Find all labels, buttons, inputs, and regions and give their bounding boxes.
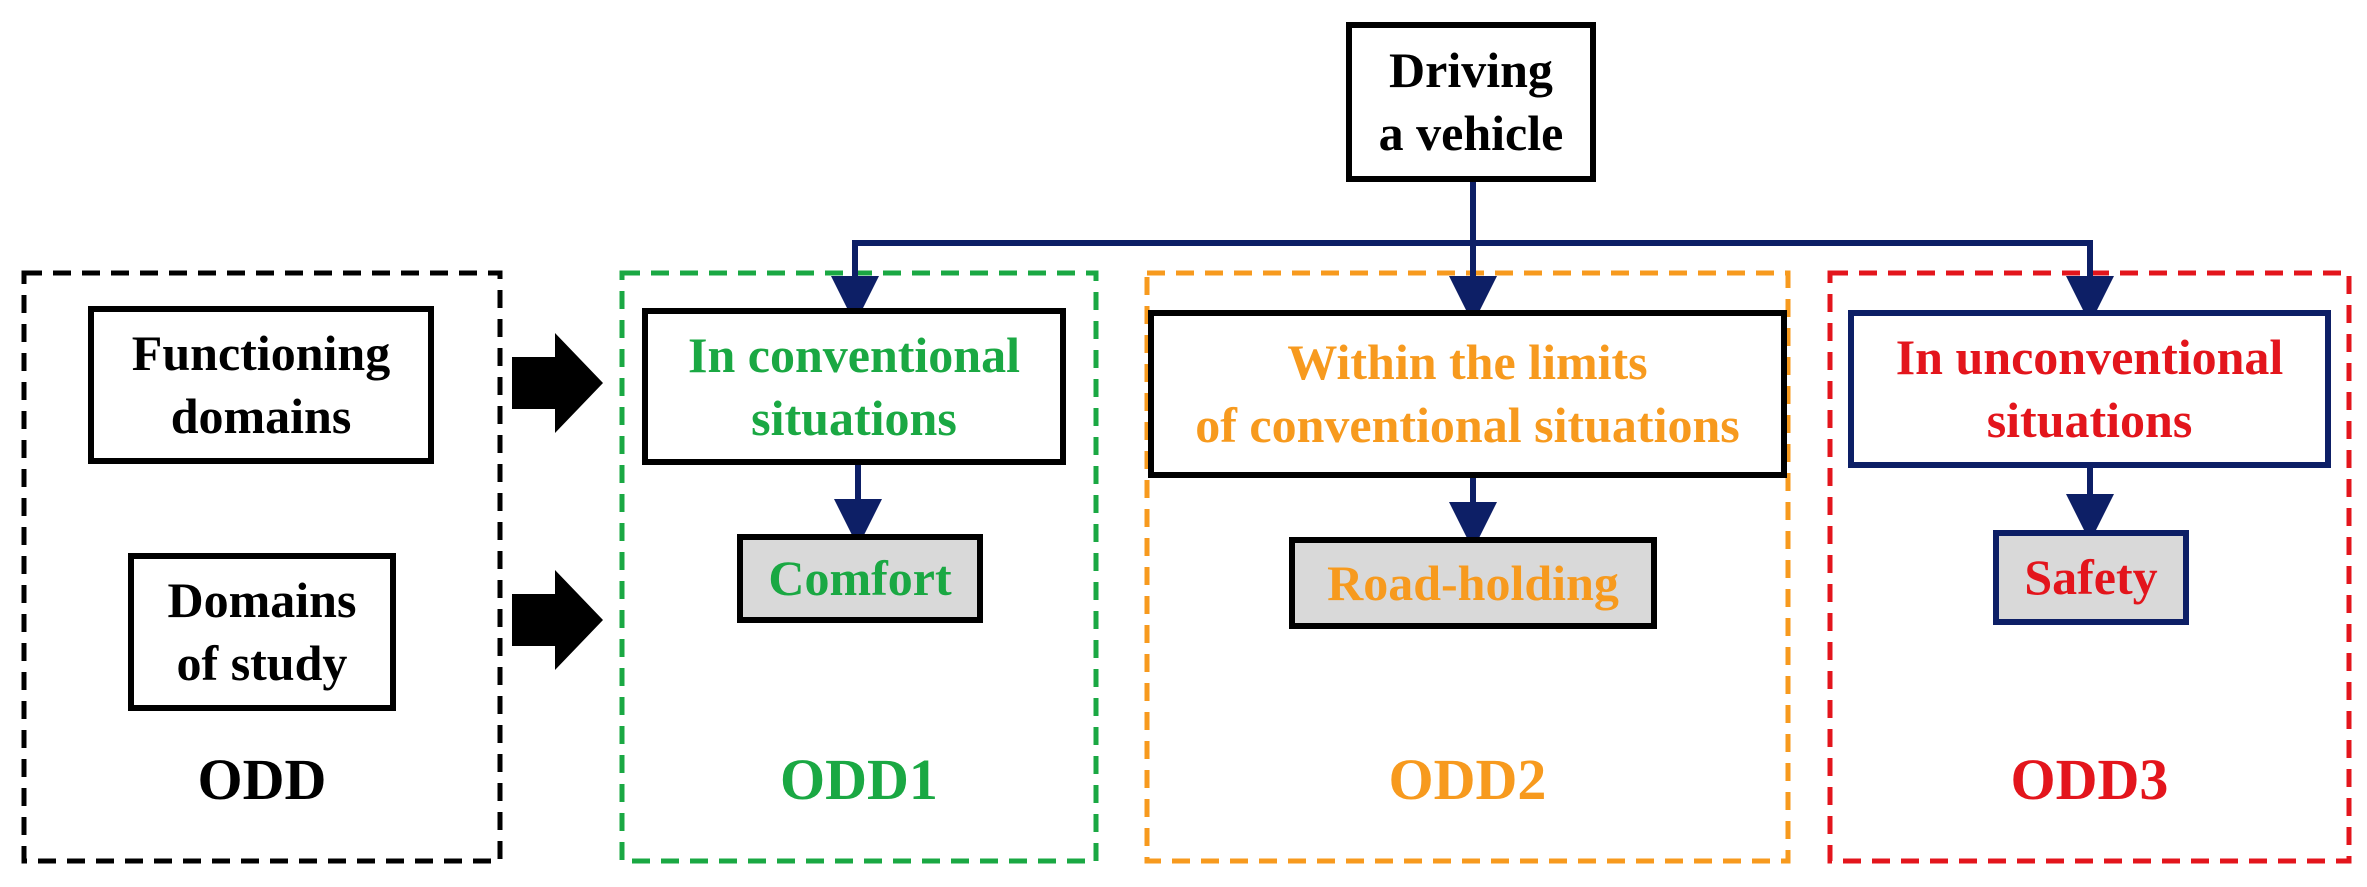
odd2-domain-box: Road-holding: [1289, 537, 1657, 629]
odd-legend-frame: [21, 270, 503, 864]
odd2-frame: [1144, 270, 1791, 864]
odd3-situation-label: In unconventional situations: [1895, 329, 2284, 448]
odd1-domain-box: Comfort: [737, 534, 983, 623]
odd1-situation-box: In conventional situations: [642, 308, 1066, 465]
odd1-frame: [619, 270, 1099, 864]
odd3-label: ODD3: [2010, 747, 2169, 812]
odd3-domain-label: Safety: [2024, 549, 2158, 605]
domains-of-study-box: Domains of study: [128, 553, 396, 711]
functioning-domains-label: Functioning domains: [131, 325, 391, 444]
odd3-domain-box: Safety: [1993, 530, 2189, 625]
root-box: Driving a vehicle: [1346, 22, 1596, 182]
domains-of-study-label: Domains of study: [167, 572, 357, 691]
odd3-frame: [1827, 270, 2352, 864]
odd-label: ODD: [197, 747, 327, 812]
odd1-domain-label: Comfort: [768, 550, 952, 606]
root-label: Driving a vehicle: [1378, 42, 1564, 161]
odd3-situation-box: In unconventional situations: [1848, 310, 2331, 468]
odd2-label: ODD2: [1388, 747, 1547, 812]
odd2-situation-box: Within the limits of conventional situat…: [1148, 310, 1787, 478]
odd1-label: ODD1: [780, 747, 938, 812]
odd1-situation-label: In conventional situations: [687, 326, 1020, 446]
odd2-situation-label: Within the limits of conventional situat…: [1195, 334, 1740, 453]
block-arrow-functioning: [512, 333, 603, 433]
functioning-domains-box: Functioning domains: [88, 306, 434, 464]
block-arrow-study: [512, 570, 603, 670]
odd2-domain-label: Road-holding: [1327, 554, 1619, 611]
